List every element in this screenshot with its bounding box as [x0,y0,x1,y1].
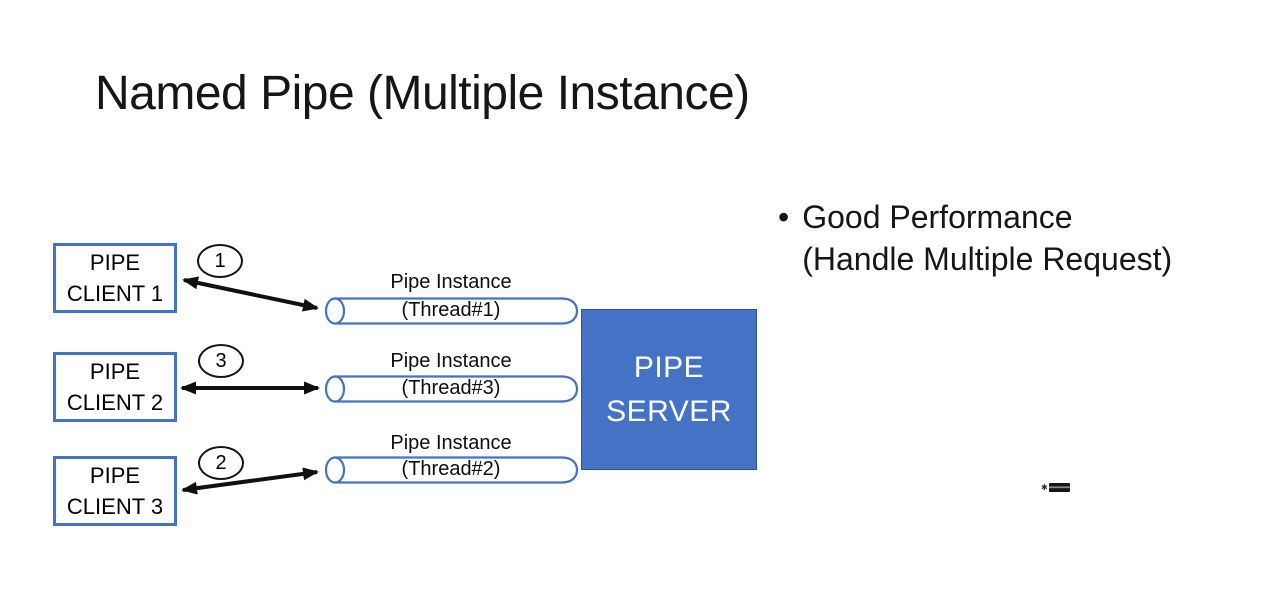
step-circle-3: 3 [198,344,244,378]
step-circle-1: 1 [197,244,243,278]
bullet-text-line1: Good Performance [802,199,1073,235]
pipe-client-1-label-line2: CLIENT 1 [66,281,164,306]
watermark-bar [1048,483,1070,492]
arrow-client1-pipe1 [182,276,319,312]
watermark-spark-icon: ✱ [1041,482,1048,492]
step-circle-3-number: 3 [215,349,227,372]
pipe-instance-3-title: Pipe Instance [390,432,512,454]
pipe-server-label-line2: SERVER [606,394,732,428]
pipe-cylinder-3 [324,456,579,484]
pipe-instance-3-thread: (Thread#2) [401,458,501,480]
pipe-client-2-label-line2: CLIENT 2 [66,390,164,415]
slide-title: Named Pipe (Multiple Instance) [95,67,750,120]
pipe-cylinder-1 [324,297,579,325]
bullet-item: • Good Performance (Handle Multiple Requ… [778,196,1172,280]
pipe-server-label-line1: PIPE [633,350,705,384]
pipe-instance-2-thread: (Thread#3) [401,377,501,399]
pipe-instance-1-thread: (Thread#1) [401,299,501,321]
arrow-client3-pipe3 [181,467,319,495]
watermark-logo: ✱ [1041,482,1070,493]
pipe-client-3-box: PIPE CLIENT 3 [53,456,177,526]
pipe-instance-1-title: Pipe Instance [390,271,512,293]
pipe-client-1-label-line1: PIPE [89,250,141,275]
bullet-text-line2: (Handle Multiple Request) [802,241,1173,277]
step-circle-2-number: 2 [215,451,227,474]
pipe-client-2-box: PIPE CLIENT 2 [53,352,177,422]
bullet-text: Good Performance (Handle Multiple Reques… [802,196,1172,280]
pipe-client-1-box: PIPE CLIENT 1 [53,243,177,313]
pipe-cylinder-2 [324,375,579,403]
pipe-server-box: PIPE SERVER [581,309,757,470]
step-circle-1-number: 1 [214,249,226,272]
pipe-instance-2-title: Pipe Instance [390,350,512,372]
pipe-client-3-label-line2: CLIENT 3 [66,494,164,519]
pipe-client-2-label-line1: PIPE [89,359,141,384]
step-circle-2: 2 [198,446,244,480]
bullet-marker: • [778,199,790,235]
pipe-client-3-label-line1: PIPE [89,463,141,488]
